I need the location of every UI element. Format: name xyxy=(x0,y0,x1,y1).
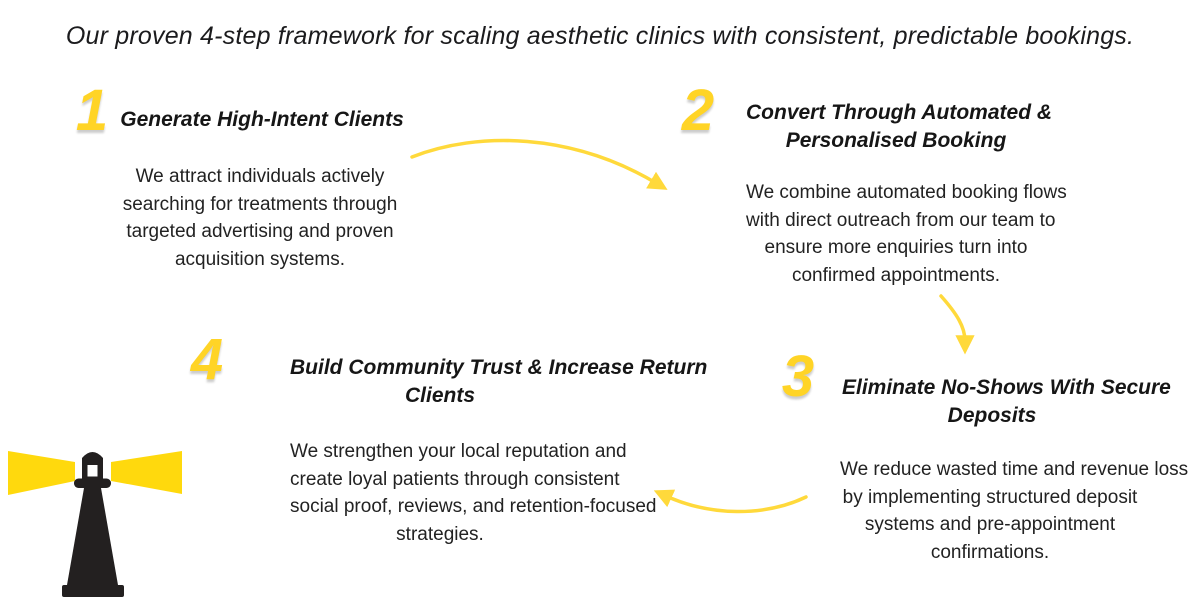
diagram-title: Our proven 4-step framework for scaling … xyxy=(65,22,1135,50)
lighthouse-roof xyxy=(82,452,103,463)
step-2-number: 2 xyxy=(681,78,715,143)
lighthouse-tower xyxy=(67,488,118,585)
lighthouse-icon xyxy=(8,451,182,597)
lighthouse-window xyxy=(87,465,98,477)
lighthouse-left-beam xyxy=(8,451,75,495)
step-4-number: 4 xyxy=(190,327,224,392)
curved-arrow-step2-to-step3-icon xyxy=(939,294,975,355)
lighthouse-gallery xyxy=(74,478,111,488)
curved-arrow-step3-to-step4-icon xyxy=(653,489,808,514)
curved-arrow-step1-to-step2-icon xyxy=(410,138,668,190)
step-3-number: 3 xyxy=(781,344,815,409)
step-1-heading: Generate High-Intent Clients xyxy=(120,108,404,131)
lighthouse-base xyxy=(62,585,124,597)
step-1-number: 1 xyxy=(75,78,109,143)
step-2-heading: Convert Through Automated &Personalised … xyxy=(746,101,1053,152)
lighthouse-right-beam xyxy=(111,451,182,494)
